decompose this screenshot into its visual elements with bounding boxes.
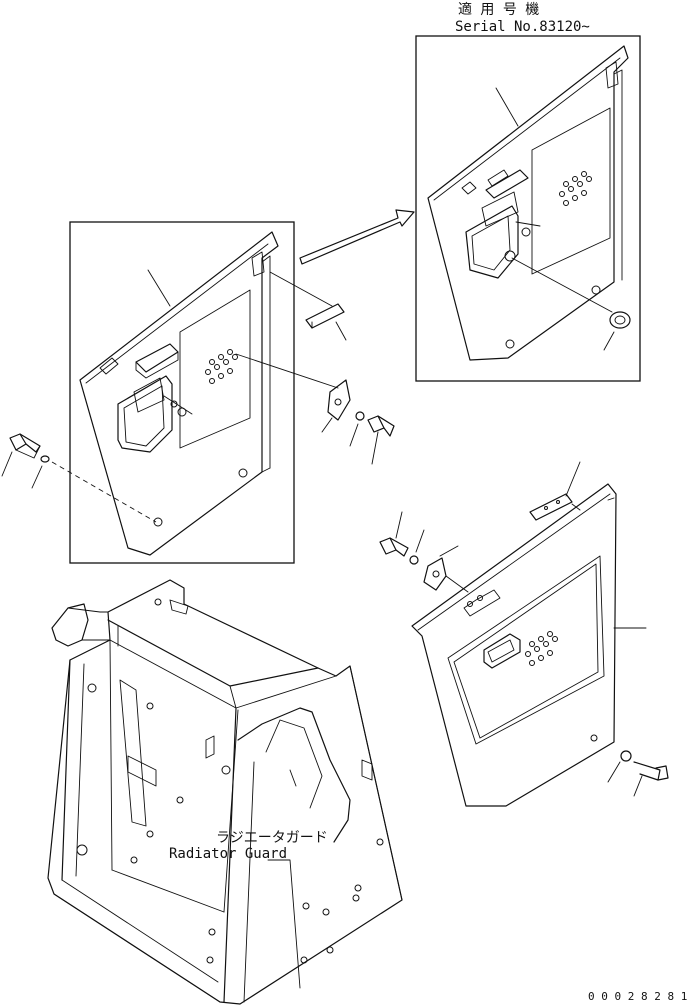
applicable-serial-en-label: Serial No.83120~: [455, 19, 590, 35]
middle-washer: [355, 411, 365, 421]
upper-right-door-leader: [495, 87, 519, 127]
grommet-leader: [603, 331, 615, 351]
lower-washer: [409, 555, 419, 565]
lower-washer-leader: [415, 529, 425, 553]
left-bolt: [9, 433, 41, 459]
left-door-leader: [147, 269, 171, 307]
figure-number: 0 0 0 2 8 2 8 1: [588, 990, 687, 1003]
lower-bolt-leader: [395, 511, 403, 539]
lower-hinge-leader: [565, 461, 581, 497]
middle-bolt: [367, 415, 395, 437]
radiator-guard-frame: [47, 579, 403, 1005]
grommet-link-line: [511, 257, 613, 313]
lower-hinge-link-line: [571, 503, 581, 511]
radiator-guard-jp-label: ラジエータガード: [216, 830, 328, 846]
left-bolt-dashed-line: [51, 461, 157, 523]
lower-bolt: [379, 537, 409, 557]
radiator-guard-en-label: Radiator Guard: [169, 846, 287, 862]
lower-bracket-plate: [423, 557, 447, 591]
lower-bracket-link-line: [445, 575, 469, 593]
left-bolt-leader: [1, 451, 13, 477]
lower-right-washer-leader: [607, 761, 621, 783]
left-washer-leader: [31, 465, 43, 489]
lower-right-bolt-leader: [633, 775, 643, 797]
bracket-plate: [327, 379, 351, 421]
left-door-panel: [79, 231, 279, 556]
hinge-strip-link-line: [269, 271, 333, 307]
right-top-frame: [415, 35, 641, 382]
hinge-strip-leader: [335, 321, 347, 341]
upper-right-door-panel: [427, 45, 629, 361]
lower-right-washer: [620, 750, 632, 762]
bracket-leader: [321, 417, 333, 433]
lower-hinge-strip: [529, 493, 573, 521]
middle-bolt-leader: [371, 431, 379, 465]
middle-washer-leader: [349, 423, 359, 447]
lower-bracket-leader: [439, 545, 459, 557]
left-washer: [40, 455, 50, 463]
hinge-strip: [305, 303, 345, 329]
left-frame: [69, 221, 295, 564]
lower-right-bolt: [633, 761, 669, 781]
bracket-link-line: [235, 353, 339, 389]
applicable-serial-jp-label: 適 用 号 機: [458, 1, 539, 18]
lower-right-door-panel: [411, 483, 617, 807]
update-arrow: [299, 209, 415, 265]
grommet: [609, 311, 631, 329]
